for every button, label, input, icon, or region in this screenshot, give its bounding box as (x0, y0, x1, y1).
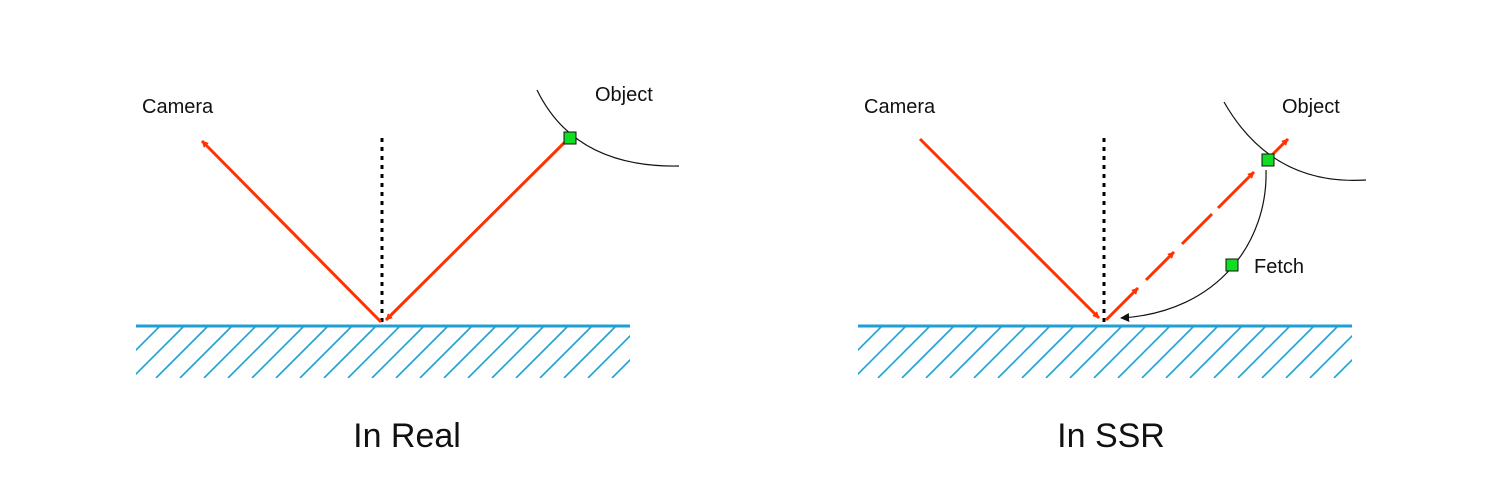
hatch-line (1165, 326, 1219, 378)
camera-label: Camera (864, 96, 936, 118)
hatch-line (1021, 326, 1075, 378)
hatch-line (973, 326, 1027, 378)
ray-march-segment (1216, 170, 1256, 210)
hatch-line (136, 326, 185, 376)
surface-hatching (858, 326, 1352, 378)
hatch-line (136, 326, 161, 352)
fetch-arc (1120, 169, 1267, 322)
hatch-line (251, 326, 305, 378)
camera-label: Camera (142, 96, 214, 118)
hatch-line (1213, 326, 1267, 378)
panel-caption: In SSR (1057, 417, 1165, 455)
hatch-line (1189, 326, 1243, 378)
hatch-line (491, 326, 545, 378)
object-label: Object (1282, 96, 1340, 118)
hatch-line (179, 326, 233, 378)
hatch-line (1237, 326, 1291, 378)
hatch-line (539, 326, 593, 378)
hatch-line (443, 326, 497, 378)
hatch-line (858, 326, 859, 328)
hatch-line (858, 326, 907, 376)
camera-ray (918, 137, 1101, 320)
hatch-line (155, 326, 209, 378)
hatch-line (611, 358, 630, 378)
incoming-ray (384, 137, 570, 322)
object-hit-point (1261, 153, 1275, 167)
hatch-line (997, 326, 1051, 378)
hatch-line (395, 326, 449, 378)
hatch-line (227, 326, 281, 378)
hatch-line (275, 326, 329, 378)
hatch-line (1141, 326, 1195, 378)
hatch-line (1093, 326, 1147, 378)
hatch-line (1117, 326, 1171, 378)
hatch-line (563, 326, 617, 378)
hatch-line (323, 326, 377, 378)
hatch-line (419, 326, 473, 378)
object-label: Object (595, 84, 653, 106)
hatch-line (925, 326, 979, 378)
ray-march-segment (1144, 250, 1176, 282)
hatch-line (467, 326, 521, 378)
hatch-line (347, 326, 401, 378)
hatch-line (1285, 326, 1339, 378)
reflective-surface (858, 324, 1352, 378)
hatch-line (1069, 326, 1123, 378)
hatch-line (1045, 326, 1099, 378)
hatch-line (901, 326, 955, 378)
hatch-line (136, 326, 137, 328)
ray-march-segment (1104, 286, 1140, 322)
reflected-ray-to-camera (200, 139, 383, 324)
reflective-surface (136, 324, 630, 378)
hatch-line (299, 326, 353, 378)
fetch-label: Fetch (1254, 256, 1304, 278)
hatch-line (1333, 358, 1352, 378)
hatch-line (515, 326, 569, 378)
hatch-line (203, 326, 257, 378)
ray-march-segment (1270, 137, 1290, 157)
hatch-line (1309, 334, 1352, 378)
hatch-line (858, 326, 883, 352)
fetch-point (1225, 258, 1239, 272)
ray-march-segment (1180, 212, 1214, 246)
hatch-line (587, 334, 630, 378)
hatch-line (371, 326, 425, 378)
panel-caption: In Real (353, 417, 461, 455)
panel-ssr: Camera Object Fetch In SSR (858, 96, 1367, 455)
hatch-line (949, 326, 1003, 378)
hatch-line (877, 326, 931, 378)
ray-march-steps (1104, 137, 1290, 322)
panel-real: Camera Object In Real (136, 84, 680, 455)
object-hit-point (563, 131, 577, 145)
hatch-line (1261, 326, 1315, 378)
surface-hatching (136, 326, 630, 378)
object-surface-curve (536, 89, 680, 167)
object-surface-curve (1223, 101, 1367, 181)
